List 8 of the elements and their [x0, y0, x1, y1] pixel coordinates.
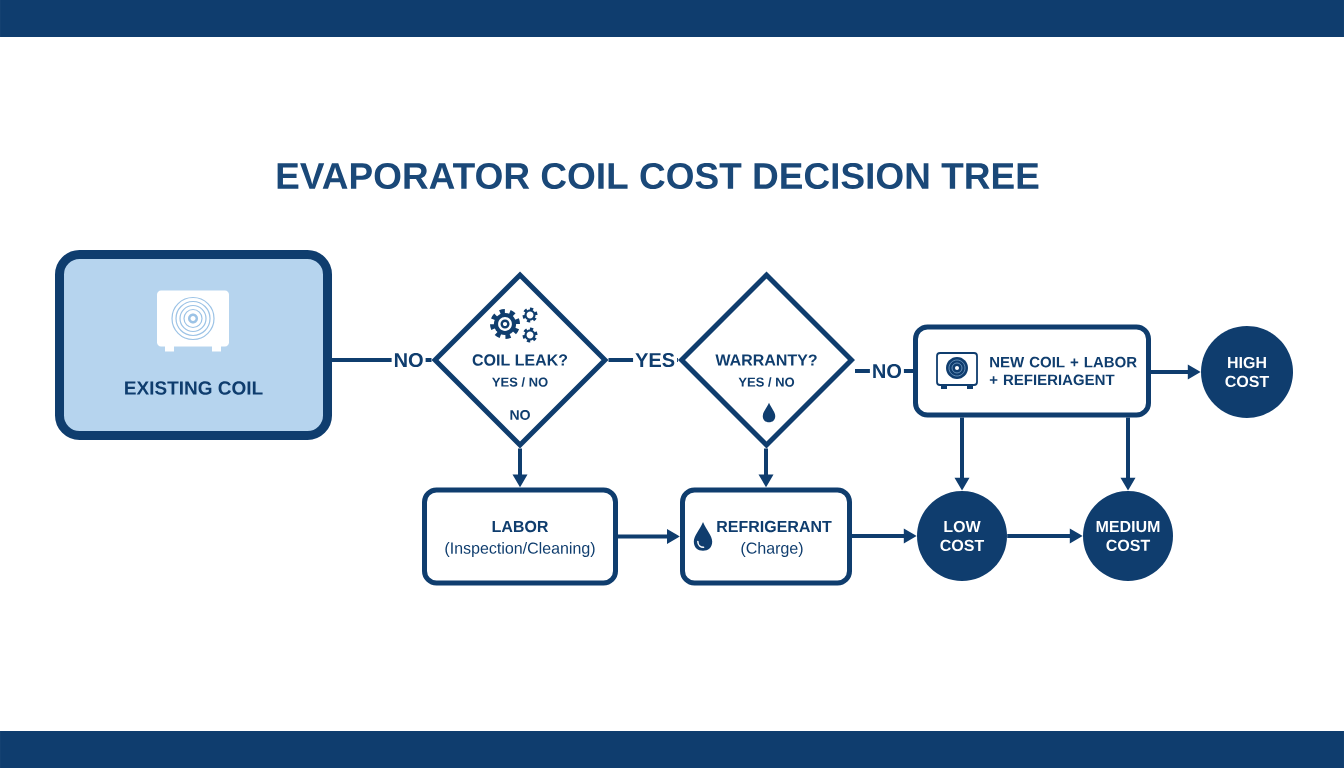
start-box: EXISTING COIL [55, 250, 332, 440]
process-box: NEW COIL + LABOR + REFIERIAGENT [913, 324, 1151, 418]
edge-label: NO [391, 350, 426, 370]
title: EVAPORATOR COIL COST DECISION TREE [277, 162, 1039, 190]
process-box: LABOR (Inspection/Cleaning) [422, 487, 618, 586]
edge-label: YES [633, 350, 678, 370]
process-box: REFRIGERANT (Charge) [680, 487, 852, 586]
edge-label: NO [869, 361, 904, 381]
